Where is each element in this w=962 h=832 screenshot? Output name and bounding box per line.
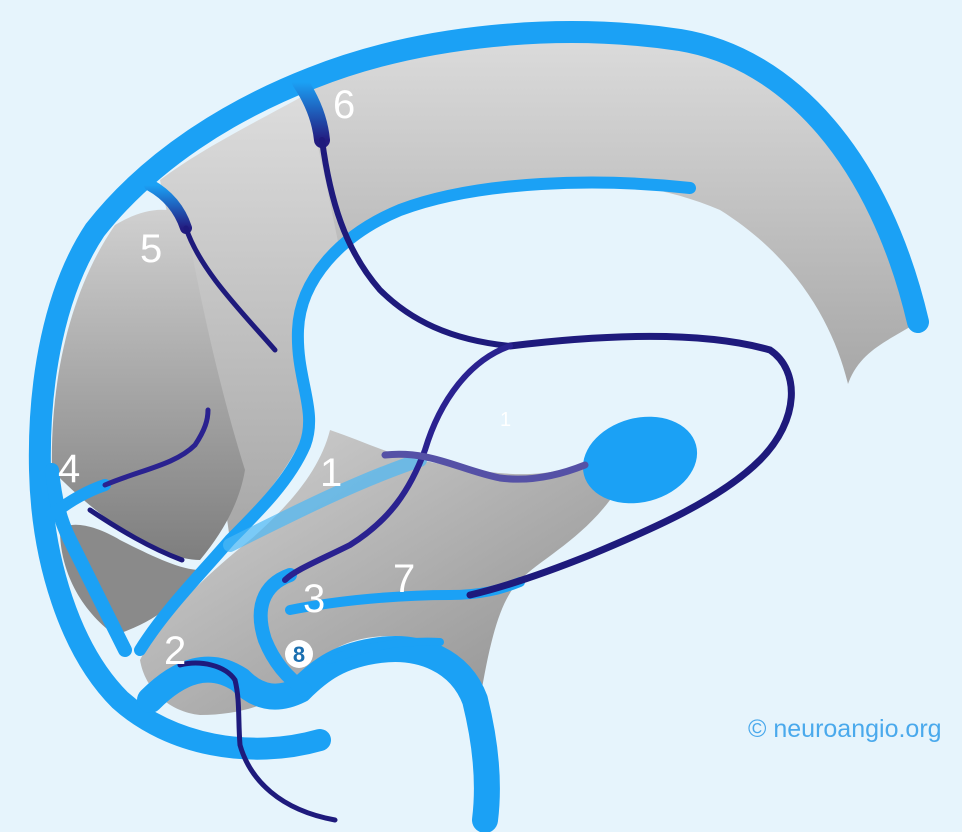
superior-sagittal-sinus [28,21,929,760]
credit-text: © neuroangio.org [748,715,942,743]
deep-vein-to-oval [381,450,589,483]
vein-3-sinus [253,568,312,697]
label-3: 3 [303,577,325,621]
central-region [140,430,610,715]
label-1-small: 1 [500,409,511,431]
deep-vein-5 [183,225,278,353]
label-1: 1 [320,451,342,495]
label-5: 5 [140,227,162,271]
deep-vein-2 [177,660,338,823]
label-7: 7 [393,557,415,601]
cortex-left [51,209,245,560]
sinus-segment-4 [46,479,111,521]
junction-5 [144,179,192,234]
cortex-upper-band [295,32,918,384]
deep-vein-6 [319,137,513,349]
label-2: 2 [164,629,186,673]
label-8: 8 [293,642,305,667]
deep-vein-1 [282,343,513,583]
label-8-badge: 8 [285,640,313,668]
deep-vein-4a [102,407,211,488]
cortex-upper-left [160,95,340,540]
deep-vein-4b [87,507,185,563]
vein-to-8 [326,637,444,664]
left-sinus-join [45,463,132,657]
sinus-diagonal-1 [223,453,427,552]
label-4: 4 [58,447,80,491]
blue-oval [582,416,698,504]
label-6: 6 [333,83,355,127]
deep-vein-loop [466,332,795,599]
junction-6 [292,74,330,148]
